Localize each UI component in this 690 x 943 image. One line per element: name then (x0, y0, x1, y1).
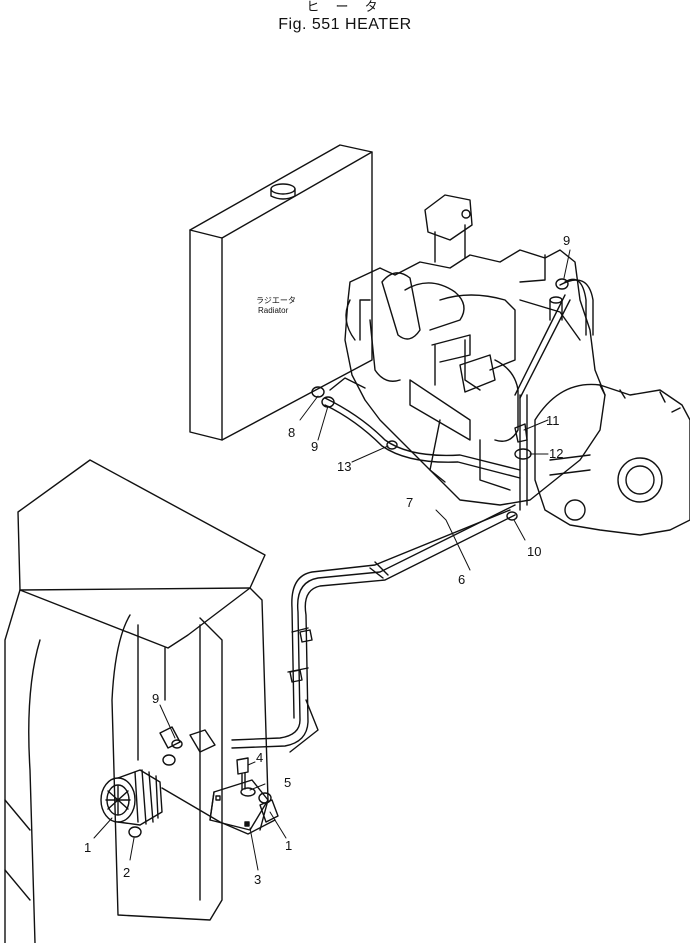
radiator-label-japanese: ラジエータ (256, 296, 296, 305)
heater-hoses (231, 504, 516, 753)
callout-11: 11 (546, 413, 560, 428)
radiator-outline (189, 144, 373, 441)
callout-10: 10 (527, 544, 541, 559)
figure-title: Fig. 551 HEATER (278, 16, 412, 33)
callout-1-left: 1 (84, 840, 91, 855)
transmission-housing (534, 383, 690, 536)
callout-9-bottom: 9 (152, 691, 159, 706)
callout-5: 5 (284, 775, 291, 790)
callout-1-right: 1 (285, 838, 292, 853)
callout-13: 13 (337, 459, 351, 474)
leader-lines (93, 249, 571, 871)
callout-12: 12 (549, 446, 563, 461)
callout-9-top: 9 (563, 233, 570, 248)
callout-4: 4 (256, 750, 263, 765)
heater-unit (100, 769, 276, 838)
radiator-label-english: Radiator (258, 306, 289, 315)
engine-pipes (514, 278, 594, 511)
small-parts (159, 278, 569, 823)
hose-13 (324, 377, 521, 479)
engine-block (344, 194, 606, 506)
callout-6: 6 (458, 572, 465, 587)
callout-3: 3 (254, 872, 261, 887)
callout-9-mid: 9 (311, 439, 318, 454)
callout-7: 7 (406, 495, 413, 510)
operator-cab (4, 459, 269, 943)
callout-8: 8 (288, 425, 295, 440)
callout-2: 2 (123, 865, 130, 880)
japanese-title: ヒ ー タ (306, 0, 384, 15)
